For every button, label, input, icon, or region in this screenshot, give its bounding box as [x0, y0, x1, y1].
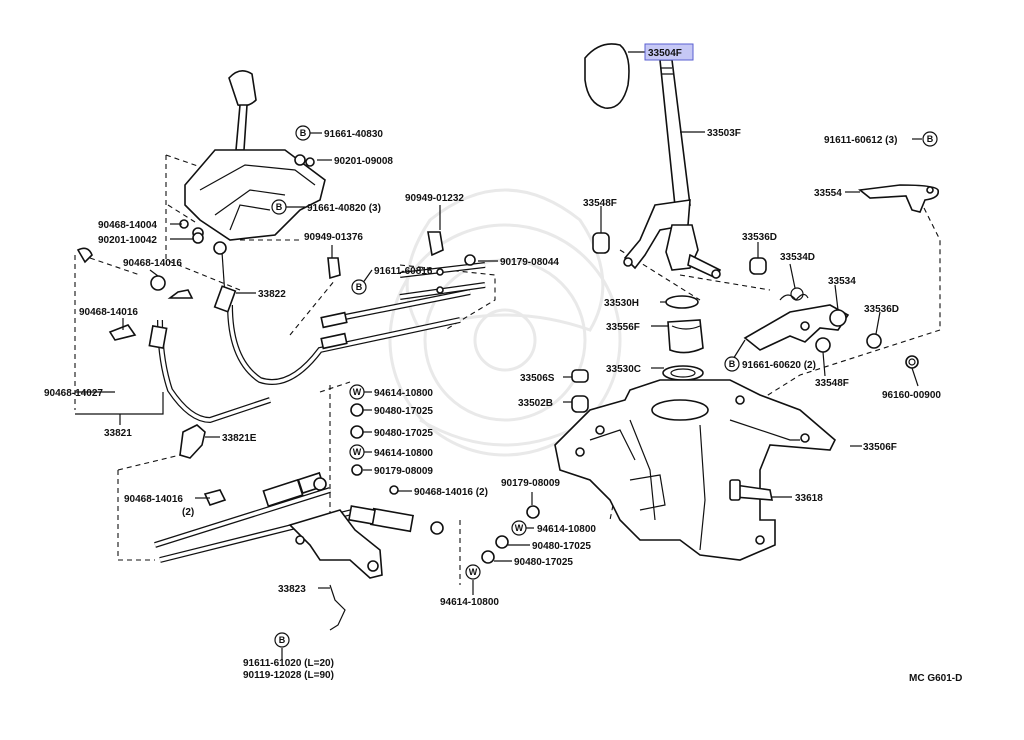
part-label-33506S[interactable]: 33506S [520, 373, 555, 384]
clips-left [76, 157, 476, 459]
part-number-labels: 33504F 33503F 33548F 33554 91611-60612 (… [44, 43, 962, 684]
shift-lever-assembly-left [179, 70, 326, 297]
part-label-94614-10800[interactable]: 94614-10800 [374, 388, 433, 399]
part-label-96160-00900[interactable]: 96160-00900 [882, 390, 941, 401]
svg-text:B: B [356, 282, 363, 292]
part-label-94614-10800[interactable]: 94614-10800 [537, 524, 596, 535]
part-label-91611-60612[interactable]: 91611-60612 (3) [824, 135, 897, 146]
svg-text:W: W [353, 387, 362, 397]
marker-b-icon: B [922, 131, 938, 147]
part-label-33548F[interactable]: 33548F [583, 198, 617, 209]
part-label-33536D[interactable]: 33536D [864, 304, 899, 315]
part-label-90480-17025[interactable]: 90480-17025 [374, 428, 433, 439]
part-label-33504F[interactable]: 33504F [648, 48, 682, 59]
part-qty-label: (2) [182, 507, 194, 518]
part-label-33502B[interactable]: 33502B [518, 398, 553, 409]
marker-b-icon: B [351, 279, 367, 295]
svg-text:W: W [469, 567, 478, 577]
part-label-91611-60816[interactable]: 91611-60816 [374, 266, 433, 277]
part-label-90468-14016[interactable]: 90468-14016 [79, 307, 138, 318]
svg-text:W: W [515, 523, 524, 533]
svg-text:B: B [729, 359, 736, 369]
part-label-33506F[interactable]: 33506F [863, 442, 897, 453]
part-label-33823[interactable]: 33823 [278, 584, 306, 595]
marker-w-icon: W [465, 564, 481, 580]
marker-b-icon: B [271, 199, 287, 215]
shift-base-bracket [554, 379, 836, 561]
part-label-91661-40820[interactable]: 91661-40820 (3) [307, 203, 381, 214]
part-label-33534D[interactable]: 33534D [780, 252, 815, 263]
svg-text:B: B [279, 635, 286, 645]
svg-text:B: B [276, 202, 283, 212]
part-label-90949-01376[interactable]: 90949-01376 [304, 232, 363, 243]
part-label-33548F[interactable]: 33548F [815, 378, 849, 389]
part-label-94614-10800[interactable]: 94614-10800 [374, 448, 433, 459]
part-label-33821[interactable]: 33821 [104, 428, 132, 439]
highlighted-part-box [644, 43, 694, 61]
part-label-33536D[interactable]: 33536D [742, 232, 777, 243]
part-label-90480-17025[interactable]: 90480-17025 [374, 406, 433, 417]
part-label-91661-60620[interactable]: 91661-60620 (2) [742, 360, 816, 371]
diagram-code: MC G601-D [909, 673, 962, 684]
part-label-33503F[interactable]: 33503F [707, 128, 741, 139]
watermark-emblem [388, 188, 622, 457]
part-label-33556F[interactable]: 33556F [606, 322, 640, 333]
part-label-33821E[interactable]: 33821E [222, 433, 257, 444]
marker-b-icon: B [295, 125, 311, 141]
part-label-90468-14016[interactable]: 90468-14016 [123, 258, 182, 269]
part-label-90468-14016[interactable]: 90468-14016 [124, 494, 183, 505]
part-label-90468-14016[interactable]: 90468-14016 (2) [414, 487, 488, 498]
part-label-90201-09008[interactable]: 90201-09008 [334, 156, 393, 167]
assembly-outlines [74, 154, 941, 585]
shift-lever-assembly-right [571, 43, 940, 413]
part-label-90468-14004[interactable]: 90468-14004 [98, 220, 157, 231]
lower-hardware [203, 403, 540, 564]
part-label-33530C[interactable]: 33530C [606, 364, 641, 375]
part-label-33530H[interactable]: 33530H [604, 298, 639, 309]
marker-w-icon: W [511, 520, 527, 536]
part-label-90480-17025[interactable]: 90480-17025 [514, 557, 573, 568]
leader-lines [75, 51, 922, 660]
part-label-91611-61020[interactable]: 91611-61020 (L=20) [243, 658, 334, 669]
part-label-90179-08009[interactable]: 90179-08009 [501, 478, 560, 489]
part-label-33554[interactable]: 33554 [814, 188, 842, 199]
part-label-90119-12028[interactable]: 90119-12028 (L=90) [243, 670, 334, 681]
part-label-94614-10800[interactable]: 94614-10800 [440, 597, 499, 608]
marker-w-icon: W [349, 444, 365, 460]
part-label-90468-14027[interactable]: 90468-14027 [44, 388, 103, 399]
part-label-33534[interactable]: 33534 [828, 276, 856, 287]
control-cables-left [148, 262, 486, 424]
bolt-washer-markers: B B B B B B W W W W [271, 125, 938, 648]
part-label-91661-40830[interactable]: 91661-40830 [324, 129, 383, 140]
marker-b-icon: B [274, 632, 290, 648]
part-label-33618[interactable]: 33618 [795, 493, 823, 504]
marker-w-icon: W [349, 384, 365, 400]
svg-text:W: W [353, 447, 362, 457]
part-label-90179-08009[interactable]: 90179-08009 [374, 466, 433, 477]
marker-b-icon: B [724, 356, 740, 372]
part-label-90201-10042[interactable]: 90201-10042 [98, 235, 157, 246]
svg-text:B: B [927, 134, 934, 144]
lower-cable-assembly [154, 471, 444, 631]
part-label-90949-01232[interactable]: 90949-01232 [405, 193, 464, 204]
svg-text:B: B [300, 128, 307, 138]
part-label-90480-17025[interactable]: 90480-17025 [532, 541, 591, 552]
part-label-33822[interactable]: 33822 [258, 289, 286, 300]
part-label-90179-08044[interactable]: 90179-08044 [500, 257, 559, 268]
